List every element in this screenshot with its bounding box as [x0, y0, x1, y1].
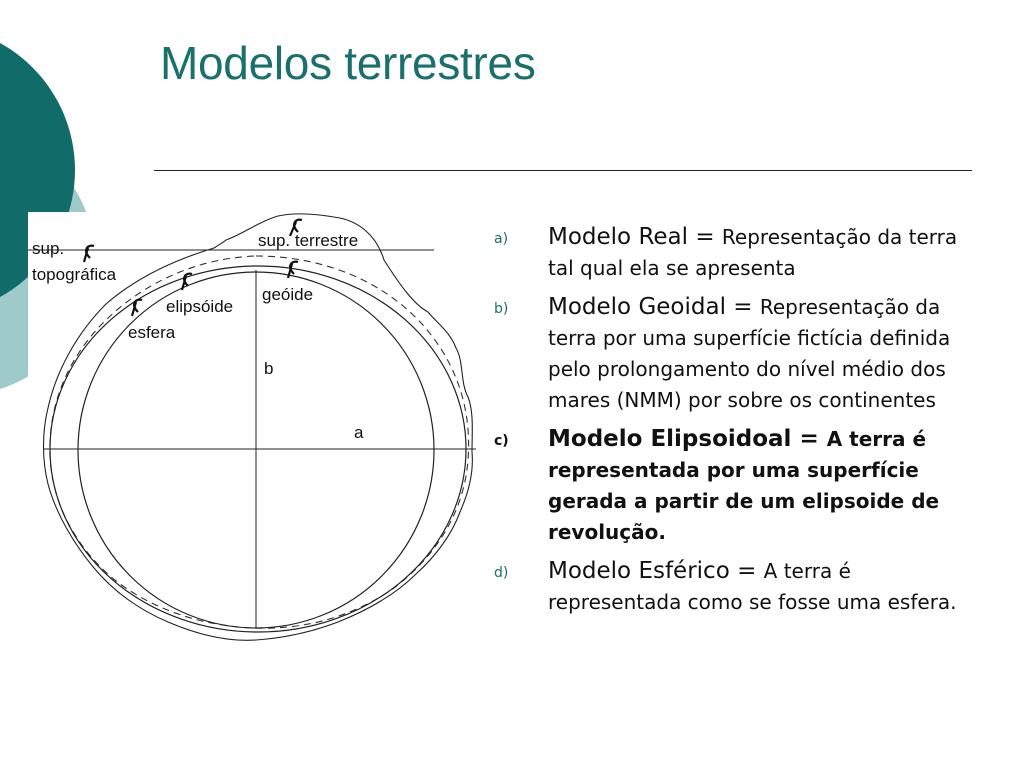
pointer-arrow-geoide	[286, 260, 299, 279]
label-a: a	[354, 423, 364, 442]
list-item-modelo-elipsoidoal: c) Modelo Elipsoidoal = A terra é repres…	[494, 424, 984, 548]
list-marker: a)	[494, 231, 509, 247]
item-heading: Modelo Elipsoidoal =	[548, 426, 827, 452]
label-sup-terrestre: sup. terrestre	[258, 231, 358, 250]
label-elipsoide: elipsóide	[166, 297, 233, 316]
geoid-outline	[49, 255, 470, 629]
list-marker: c)	[494, 433, 509, 449]
pointer-arrow-topografica	[82, 244, 95, 263]
list-item-modelo-geoidal: b) Modelo Geoidal = Representação da ter…	[494, 292, 984, 416]
item-heading: Modelo Esférico =	[548, 558, 764, 584]
item-description: A terra é representada como se fosse uma…	[548, 559, 957, 614]
item-description: Representação da terra tal qual ela se a…	[548, 225, 958, 280]
label-esfera: esfera	[128, 323, 176, 342]
pointer-arrow-esfera	[130, 298, 143, 317]
list-marker: d)	[494, 565, 509, 581]
list-item-modelo-real: a) Modelo Real = Representação da terra …	[494, 222, 984, 284]
pointer-arrow-elipsoide	[180, 272, 193, 291]
item-heading: Modelo Geoidal =	[548, 294, 760, 320]
label-geoide: geóide	[262, 285, 313, 304]
label-sup: sup.	[32, 239, 64, 258]
list-marker: b)	[494, 301, 509, 317]
item-heading: Modelo Real =	[548, 224, 722, 250]
title-divider	[154, 170, 972, 171]
label-topografica: topográfica	[32, 265, 117, 284]
item-description: A terra é representada por uma superfíci…	[548, 427, 940, 544]
label-b: b	[264, 359, 273, 378]
pointer-arrow-sup-terrestre	[288, 218, 303, 237]
item-description: Representação da terra por uma superfíci…	[548, 295, 951, 412]
terrain-surface-outline	[43, 213, 473, 641]
earth-models-diagram: sup. topográfica sup. terrestre elipsóid…	[28, 212, 478, 662]
page-title: Modelos terrestres	[160, 37, 536, 89]
models-list: a) Modelo Real = Representação da terra …	[494, 222, 984, 626]
list-item-modelo-esferico: d) Modelo Esférico = A terra é represent…	[494, 556, 984, 618]
